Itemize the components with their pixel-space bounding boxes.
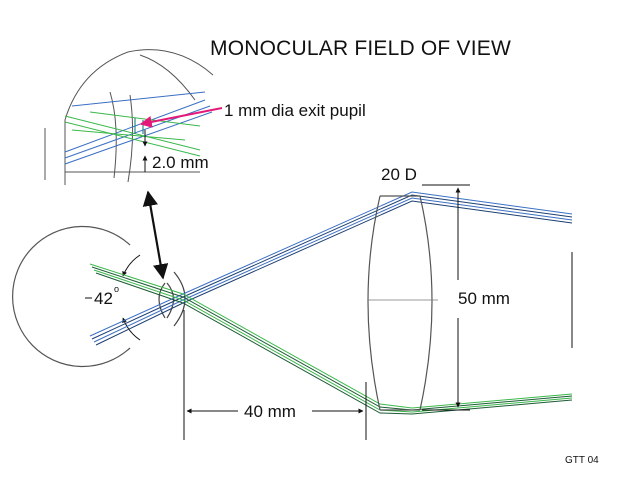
exit-pupil-pointer-arrow — [139, 107, 223, 128]
lens-power-label: 20 D — [381, 165, 417, 184]
diagram-title: MONOCULAR FIELD OF VIEW — [210, 37, 511, 60]
magnify-link-arrow — [142, 190, 169, 280]
field-angle-arc-top — [122, 254, 141, 277]
magnifier-lens — [367, 195, 438, 411]
eye-outline — [12, 225, 131, 368]
exit-pupil-label: 1 mm dia exit pupil — [224, 101, 366, 120]
lens-aperture-label: 50 mm — [458, 289, 510, 308]
eye-distance-label: 40 mm — [244, 402, 296, 421]
pupil-offset-label: 2.0 mm — [152, 153, 209, 172]
blue-ray-bundle — [89, 191, 573, 346]
credit-text: GTT 04 — [565, 455, 599, 466]
degree-symbol: o — [114, 284, 119, 294]
eye-lens-front — [158, 282, 166, 319]
field-angle-label: 42 — [94, 289, 113, 308]
